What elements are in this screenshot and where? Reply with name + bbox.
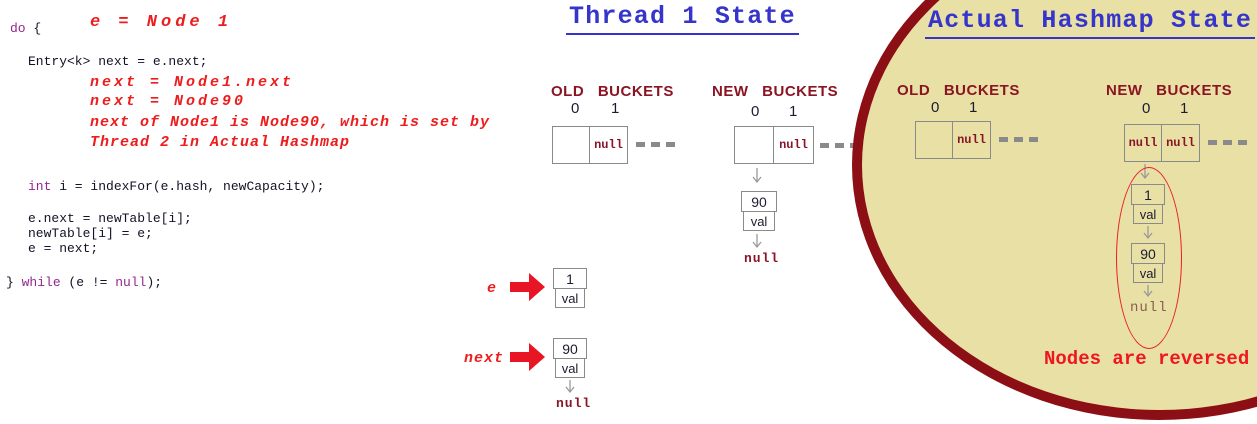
code-newtable-assign: newTable[i] = e; [28, 226, 153, 241]
annotation-e-node1: e = Node 1 [90, 13, 233, 32]
bucket-index: 0 [751, 103, 760, 120]
bucket-index: 1 [789, 103, 798, 120]
bucket-index: 0 [571, 100, 580, 117]
bucket-cell-0 [915, 121, 953, 159]
reversed-chain-circle [1116, 167, 1182, 349]
bucket-cell-1: null [1162, 124, 1200, 162]
node-val: val [555, 289, 585, 308]
code-indexfor: int i = indexFor(e.hash, newCapacity); [28, 179, 325, 194]
bucket-index: 1 [1180, 100, 1189, 117]
bucket-cell-1: null [953, 121, 991, 159]
node-val: val [1133, 264, 1163, 283]
bucket-index: 0 [1142, 100, 1151, 117]
actual-new-buckets-label: NEW BUCKETS [1106, 82, 1233, 99]
next-pointer-node-90: 90 val [553, 338, 587, 378]
down-arrow-icon [752, 234, 762, 249]
overflow-dashes-icon [999, 137, 1038, 142]
code-enext-assign: e.next = newTable[i]; [28, 211, 192, 226]
down-arrow-icon [1143, 226, 1153, 240]
actual-old-bucket-array: null [915, 121, 991, 159]
bucket-cell-1: null [590, 126, 628, 164]
thread1-old-bucket-array: null [552, 126, 628, 164]
bucket-cell-0 [734, 126, 774, 164]
down-arrow-icon [752, 168, 762, 184]
thread1-new-buckets-label: NEW BUCKETS [712, 83, 839, 100]
next-pointer-null: null [556, 396, 592, 411]
overflow-dashes-icon [1208, 140, 1247, 145]
node-key: 1 [553, 268, 587, 289]
node-val: val [743, 212, 775, 231]
code-entry-next: Entry<k> next = e.next; [28, 54, 208, 69]
bucket-cell-0 [552, 126, 590, 164]
bucket-cell-0: null [1124, 124, 1162, 162]
node-val: val [1133, 205, 1163, 224]
actual-new-bucket-array: null null [1124, 124, 1200, 162]
annotation-next-node1next: next = Node1.next [90, 74, 295, 91]
bucket-cell-1: null [774, 126, 814, 164]
code-panel: do { e = Node 1 Entry<k> next = e.next; nex… [0, 0, 520, 320]
down-arrow-icon [565, 380, 575, 394]
actual-chain-node-90: 90 val [1131, 243, 1165, 283]
thread1-title: Thread 1 State [566, 2, 799, 35]
node-key: 90 [741, 191, 777, 212]
overflow-dashes-icon [636, 142, 675, 147]
annotation-explain-1: next of Node1 is Node90, which is set by [90, 114, 491, 131]
node-key: 1 [1131, 184, 1165, 205]
node-key: 90 [553, 338, 587, 359]
actual-chain-null: null [1130, 300, 1168, 316]
actual-state-title: Actual Hashmap State [925, 6, 1256, 39]
code-while: } while (e != null); [6, 275, 163, 290]
e-pointer-arrow-icon [510, 273, 546, 301]
thread1-old-buckets-label: OLD BUCKETS [551, 83, 674, 100]
code-do: do { [10, 21, 42, 36]
annotation-next-node90: next = Node90 [90, 93, 247, 110]
bucket-index: 1 [611, 100, 620, 117]
e-pointer-label: e [487, 280, 498, 297]
thread1-new-bucket-array: null [734, 126, 814, 164]
node-val: val [555, 359, 585, 378]
node-key: 90 [1131, 243, 1165, 264]
down-arrow-icon [1143, 285, 1153, 298]
code-e-advance: e = next; [28, 241, 99, 256]
bucket-index: 1 [969, 99, 978, 116]
thread1-chain-null: null [744, 251, 780, 266]
actual-old-buckets-label: OLD BUCKETS [897, 82, 1020, 99]
actual-chain-node-1: 1 val [1131, 184, 1165, 224]
nodes-reversed-note: Nodes are reversed [1044, 348, 1250, 370]
next-pointer-arrow-icon [510, 343, 546, 371]
thread1-chain-node-90: 90 val [741, 191, 777, 231]
bucket-index: 0 [931, 99, 940, 116]
e-pointer-node-1: 1 val [553, 268, 587, 308]
next-pointer-label: next [464, 350, 505, 367]
annotation-explain-2: Thread 2 in Actual Hashmap [90, 134, 351, 151]
